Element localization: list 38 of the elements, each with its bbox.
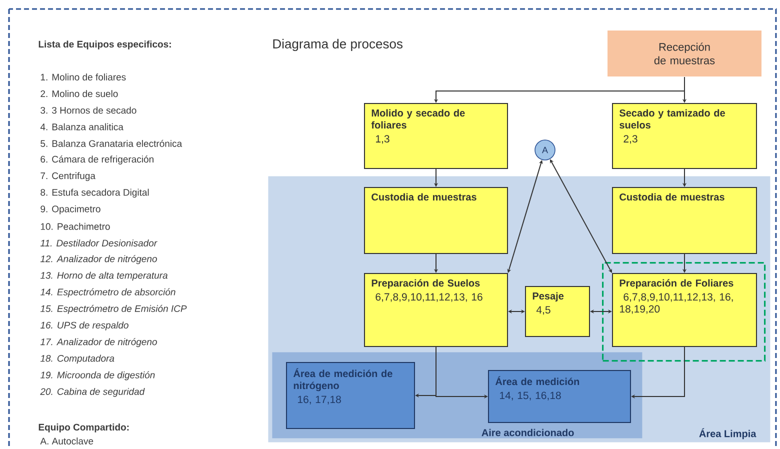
list-item: 15. Espectrómetro de Emisión ICP [40,304,187,314]
list-item: 4. Balanza analitica [40,123,124,130]
list-item: 9. Opacimetro [40,205,100,214]
list-item: A. Autoclave [40,438,94,444]
process-box: Pesaje 4,5 [525,286,590,337]
process-box: Preparación de Foliares 6,7,8,9,10,11,12,13, 16, 18,19,20 [612,273,757,347]
list-item: 20. Cabina de seguridad [40,388,145,397]
list-item: 17. Analizador de nitrógeno [40,338,157,348]
list-item: 6. Cámara de refrigeración [40,156,154,164]
list-item: 5. Balanza Granataria electrónica [40,140,182,147]
list-item: 18. Computadora [40,354,114,364]
list-item: 1. Molino de foliares [40,74,126,80]
list-item: 2. Molino de suelo [40,90,118,98]
process-box: Secado y tamizado de suelos 2,3 [612,103,757,169]
list-item: 11. Destilador Desionisador [40,240,158,246]
list-heading: Lista de Equipos especificos: [38,40,171,50]
list-item: 19. Microonda de digestión [40,371,155,380]
list-heading: Equipo Compartido: [38,424,129,432]
list-item: 10. Peachimetro [40,222,110,230]
list-item: 16. UPS de respaldo [40,322,128,330]
process-box: Recepción de muestras [608,30,762,76]
process-box: Custodia de muestras [612,187,757,254]
dashed-highlight-box [602,262,766,362]
list-item: 8. Estufa secadora Digital [40,188,149,198]
measurement-box: Área de medición 14, 15, 16,18 [488,370,631,423]
measurement-box: Área de medición de nitrógeno 16, 17,18 [286,362,415,429]
process-box: Molido y secado de foliares 1,3 [364,103,508,169]
arrow [631,346,685,399]
list-item: 14. Espectrómetro de absorción [40,288,176,298]
list-item: 12. Analizador de nitrógeno [40,255,157,264]
arrow [508,309,525,314]
process-box: Custodia de muestras [364,187,508,254]
list-item: 7. Centrifuga [40,172,96,182]
diagram-title: Diagrama de procesos [273,38,402,52]
list-item: 3. 3 Hornos de secado [40,106,136,114]
list-item: 13. Horno de alta temperatura [40,272,168,281]
process-box: Preparación de Suelos 6,7,8,9,10,11,12,13, 16 [364,273,508,347]
arrow [590,309,612,314]
